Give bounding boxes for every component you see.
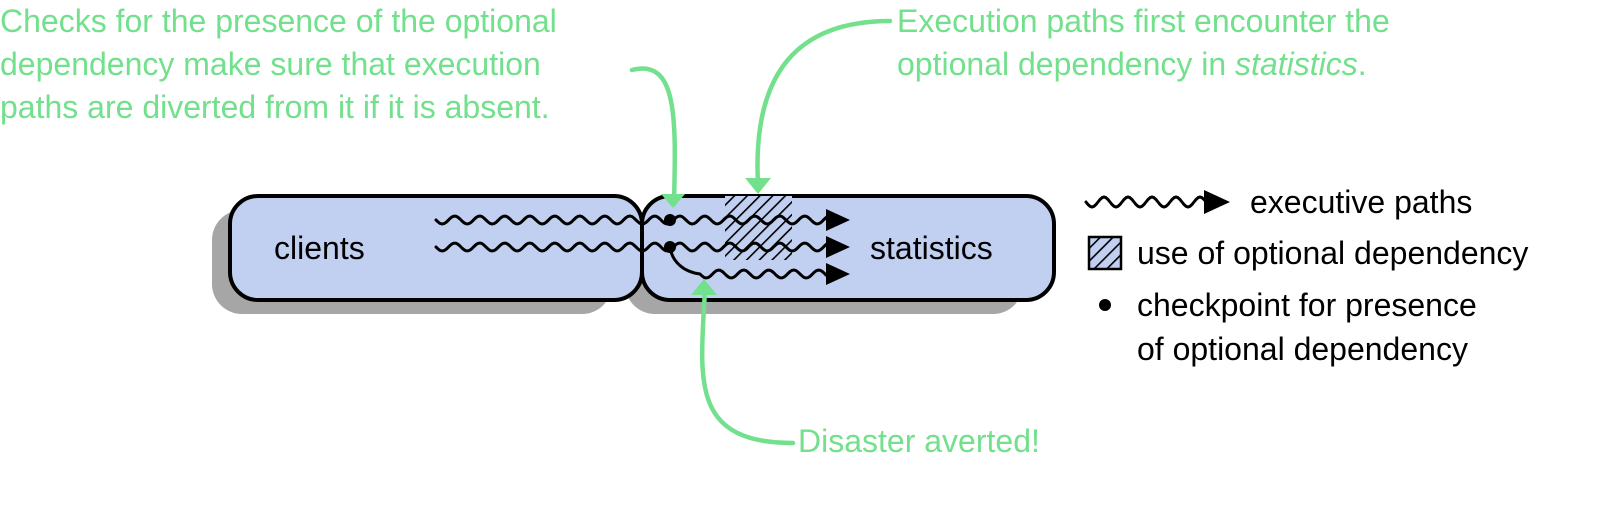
checks-callout-line: Checks for the presence of the optional (0, 3, 557, 39)
legend-checkpoint-label: checkpoint for presence of optional depe… (1137, 283, 1477, 371)
first-encounter-arrowhead (745, 178, 771, 194)
first-encounter-period: . (1357, 46, 1367, 82)
first-encounter-line: Execution paths first encounter the (897, 3, 1390, 39)
legend-checkpoint-line: checkpoint for presence (1137, 287, 1477, 323)
execution-path-diverted (668, 245, 830, 280)
averted-callout: Disaster averted! (798, 423, 1040, 459)
first-encounter-callout-arrow (755, 18, 893, 187)
path-arrowhead-top (826, 209, 850, 231)
checks-callout-arrow (629, 66, 678, 207)
first-encounter-line: optional dependency in statistics. (897, 43, 1390, 86)
checks-callout: Checks for the presence of the optional … (0, 0, 557, 129)
legend-optional-label: use of optional dependency (1137, 235, 1529, 271)
legend-hatch-swatch (1087, 235, 1123, 271)
legend-checkpoint-dot (1099, 299, 1111, 311)
statistics-label: statistics (870, 230, 993, 266)
legend-arrowhead (1204, 190, 1230, 214)
path-arrowhead-diverted (826, 263, 850, 285)
first-encounter-callout: Execution paths first encounter the opti… (897, 0, 1390, 86)
legend-paths-label: executive paths (1250, 184, 1473, 220)
averted-arrowhead (691, 279, 717, 295)
checks-callout-line: paths are diverted from it if it is abse… (0, 89, 550, 125)
averted-callout-arrow (699, 287, 796, 446)
clients-label: clients (274, 230, 365, 266)
optional-dependency-region (725, 196, 792, 260)
path-arrowhead-middle (826, 236, 850, 258)
execution-path-middle (434, 241, 830, 253)
checkpoint-dot (664, 214, 676, 226)
checks-arrowhead (661, 194, 685, 208)
execution-path-top (434, 214, 830, 226)
legend-checkpoint-line: of optional dependency (1137, 331, 1468, 367)
checks-callout-line: dependency make sure that execution (0, 46, 541, 82)
checkpoint-dot (664, 241, 676, 253)
statistics-emphasis: statistics (1235, 46, 1358, 82)
first-encounter-text: optional dependency in (897, 46, 1236, 82)
legend-path-sample (1084, 195, 1208, 209)
